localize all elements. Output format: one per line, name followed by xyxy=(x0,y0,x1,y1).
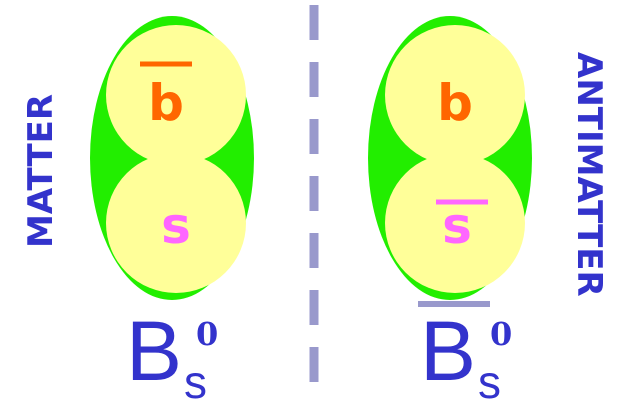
antimatter-panel: ANTIMATTER b s B 0 s xyxy=(368,16,609,406)
antimatter-bottom-quark: s xyxy=(442,197,472,255)
matter-meson-subscript: s xyxy=(184,356,207,406)
matter-top-quark-bubble xyxy=(106,25,246,165)
matter-panel: MATTER b s B 0 s xyxy=(21,16,254,406)
antimatter-meson-subscript: s xyxy=(478,356,501,406)
matter-meson-superscript: 0 xyxy=(196,315,218,353)
matter-side-label: MATTER xyxy=(21,94,61,248)
antimatter-top-quark: b xyxy=(437,74,473,132)
matter-bottom-quark: s xyxy=(161,197,191,255)
antimatter-meson-symbol: B xyxy=(420,304,476,398)
antimatter-side-label: ANTIMATTER xyxy=(569,52,609,297)
antimatter-bottom-quark-bubble xyxy=(385,153,525,293)
matter-meson-label: B 0 s xyxy=(126,304,218,406)
matter-meson-symbol: B xyxy=(126,304,182,398)
antimatter-meson-superscript: 0 xyxy=(490,315,512,353)
matter-bottom-quark-bubble xyxy=(106,153,246,293)
matter-top-quark: b xyxy=(148,74,184,132)
antimatter-meson-label: B 0 s xyxy=(420,304,512,406)
antimatter-top-quark-bubble xyxy=(385,25,525,165)
